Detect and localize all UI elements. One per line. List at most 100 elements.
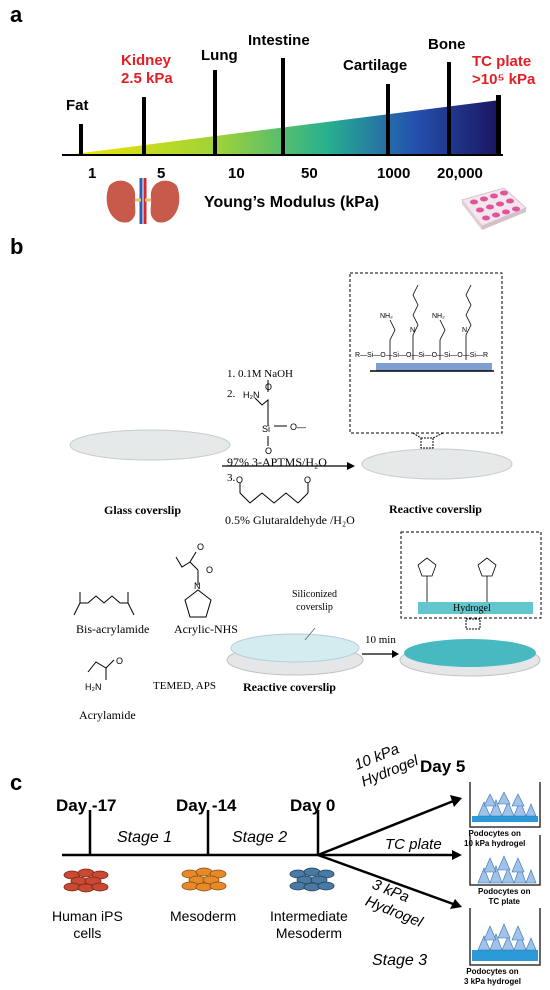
siliconized-coverslip-label: Siliconized coverslip <box>292 589 337 613</box>
marker-lung-label: Lung <box>201 47 238 64</box>
marker-bar-bone <box>447 62 451 155</box>
tc-plate-value: >10⁵ kPa <box>472 71 536 88</box>
svg-text:O: O <box>265 382 272 392</box>
outcome-tc-label: Podocytes on TC plate <box>478 887 531 906</box>
tick-1000: 1000 <box>377 165 411 182</box>
glass-coverslip-disc <box>69 429 231 461</box>
glutaraldehyde-structure <box>239 483 309 504</box>
panel-b-letter: b <box>10 234 24 259</box>
svg-text:N: N <box>462 327 467 334</box>
reactive-coverslip-disc <box>361 448 513 480</box>
svg-text:O: O <box>197 542 204 552</box>
panel-c-letter: c <box>10 770 23 795</box>
tick-20000: 20,000 <box>437 165 483 182</box>
marker-tc-plate-label: TC plate >10⁵ kPa <box>472 53 535 89</box>
reactive-coverslip-label-2: Reactive coverslip <box>243 680 336 694</box>
hydrogel-layer-disc <box>404 639 536 667</box>
marker-bar-lung <box>213 70 217 155</box>
kidney-icon <box>106 178 180 224</box>
tick-10: 10 <box>228 165 245 182</box>
kidney-value: 2.5 kPa <box>121 70 173 87</box>
tc-plate-name: TC plate <box>472 53 532 70</box>
marker-kidney-label: Kidney 2.5 kPa <box>121 52 173 88</box>
acrylamide-structure <box>87 659 115 680</box>
silane-chains <box>389 284 472 360</box>
svg-text:NH₂: NH₂ <box>380 313 393 320</box>
svg-text:R—Si—O—Si—O—Si—O—Si—O—Si—R: R—Si—O—Si—O—Si—O—Si—O—Si—R <box>355 352 488 359</box>
branch-3kpa-arrow <box>317 853 457 907</box>
ips-cells-label: Human iPS cells <box>52 908 123 941</box>
stage-1-label: Stage 1 <box>117 829 173 846</box>
outcome-10kpa-label: Podocytes on 10 kPa hydrogel <box>464 829 526 848</box>
panel-a-letter: a <box>10 2 23 27</box>
catalysts-label: TEMED, APS <box>153 680 216 692</box>
aptms-structure <box>254 380 287 446</box>
day-5-label: Day 5 <box>420 757 466 776</box>
tick-5: 5 <box>157 165 166 182</box>
marker-bar-fat <box>79 124 83 155</box>
marker-cartilage-label: Cartilage <box>343 57 408 74</box>
day-minus-17-label: Day -17 <box>56 796 117 815</box>
acrylamide-label: Acrylamide <box>79 708 136 722</box>
acrylic-nhs-structure <box>175 551 212 618</box>
stiffness-scale <box>62 58 503 156</box>
tissue-marker-bars <box>79 58 501 155</box>
marker-fat-label: Fat <box>66 97 89 114</box>
tc-plate-icon <box>461 187 527 230</box>
marker-bone-label: Bone <box>428 36 466 53</box>
svg-text:Si: Si <box>262 424 270 434</box>
svg-text:O—: O— <box>290 422 306 432</box>
reaction-arrowhead <box>347 462 355 470</box>
timeline-diagram <box>62 782 541 966</box>
mesoderm-cell-cluster <box>181 867 227 892</box>
bis-acrylamide-label: Bis-acrylamide <box>76 622 150 636</box>
well-3kpa <box>469 908 541 966</box>
well-10kpa <box>469 782 541 828</box>
stage-2-label: Stage 2 <box>232 829 288 846</box>
marker-bar-tc-plate <box>496 95 501 155</box>
svg-text:N: N <box>194 581 201 591</box>
podocytes-3kpa <box>477 923 537 951</box>
svg-text:O: O <box>236 475 243 485</box>
day-minus-14-label: Day -14 <box>176 796 237 815</box>
intermediate-mesoderm-label: Intermediate Mesoderm <box>270 908 348 941</box>
panel-b-schematic: H₂N Si O— O O O O R—Si—O—Si—O—Si—O—Si—O—… <box>69 272 542 692</box>
hydrogel-surface-layer <box>418 602 533 614</box>
hydrogel-label: Hydrogel <box>453 603 491 614</box>
podocytes-10kpa <box>477 791 537 817</box>
glutaraldehyde-label: 0.5% Glutaraldehyde /H₂O <box>225 513 355 527</box>
aptms-label: 97% 3-APTMS/H₂O <box>227 455 327 469</box>
glass-coverslip-label: Glass coverslip <box>104 503 181 517</box>
glass-surface-layer <box>376 363 492 371</box>
ips-cell-cluster <box>63 868 109 893</box>
marker-bar-cartilage <box>386 84 390 155</box>
stage-3-label: Stage 3 <box>372 952 428 969</box>
svg-text:H₂N: H₂N <box>85 682 102 692</box>
svg-text:O: O <box>304 475 311 485</box>
marker-bar-intestine <box>281 58 285 155</box>
siliconized-coverslip-disc <box>230 633 360 663</box>
svg-text:NH₂: NH₂ <box>432 313 445 320</box>
marker-bar-kidney <box>142 97 146 155</box>
svg-text:O: O <box>206 565 213 575</box>
mesoderm-label: Mesoderm <box>170 908 237 924</box>
svg-text:O: O <box>265 446 272 456</box>
step-3-label: 3. <box>227 472 236 484</box>
step-1-label: 1. 0.1M NaOH <box>227 368 293 380</box>
branch-tc-label: TC plate <box>385 836 442 853</box>
axis-label: Young’s Modulus (kPa) <box>204 194 380 211</box>
intermediate-mesoderm-cell-cluster <box>289 867 335 892</box>
step-2-label: 2. <box>227 388 236 400</box>
tick-50: 50 <box>301 165 318 182</box>
incubation-time-label: 10 min <box>365 634 396 646</box>
marker-intestine-label: Intestine <box>248 32 310 49</box>
outcome-3kpa-label: Podocytes on 3 kPa hydrogel <box>464 967 521 986</box>
podocytes-tc <box>477 855 537 884</box>
bis-acrylamide-structure <box>73 592 135 616</box>
reactive-coverslip-label: Reactive coverslip <box>389 502 482 516</box>
kidney-name: Kidney <box>121 52 172 69</box>
tick-1: 1 <box>88 165 97 182</box>
well-tc <box>469 835 541 886</box>
branch-10kpa-arrow <box>317 798 457 857</box>
svg-text:H₂N: H₂N <box>243 390 260 400</box>
